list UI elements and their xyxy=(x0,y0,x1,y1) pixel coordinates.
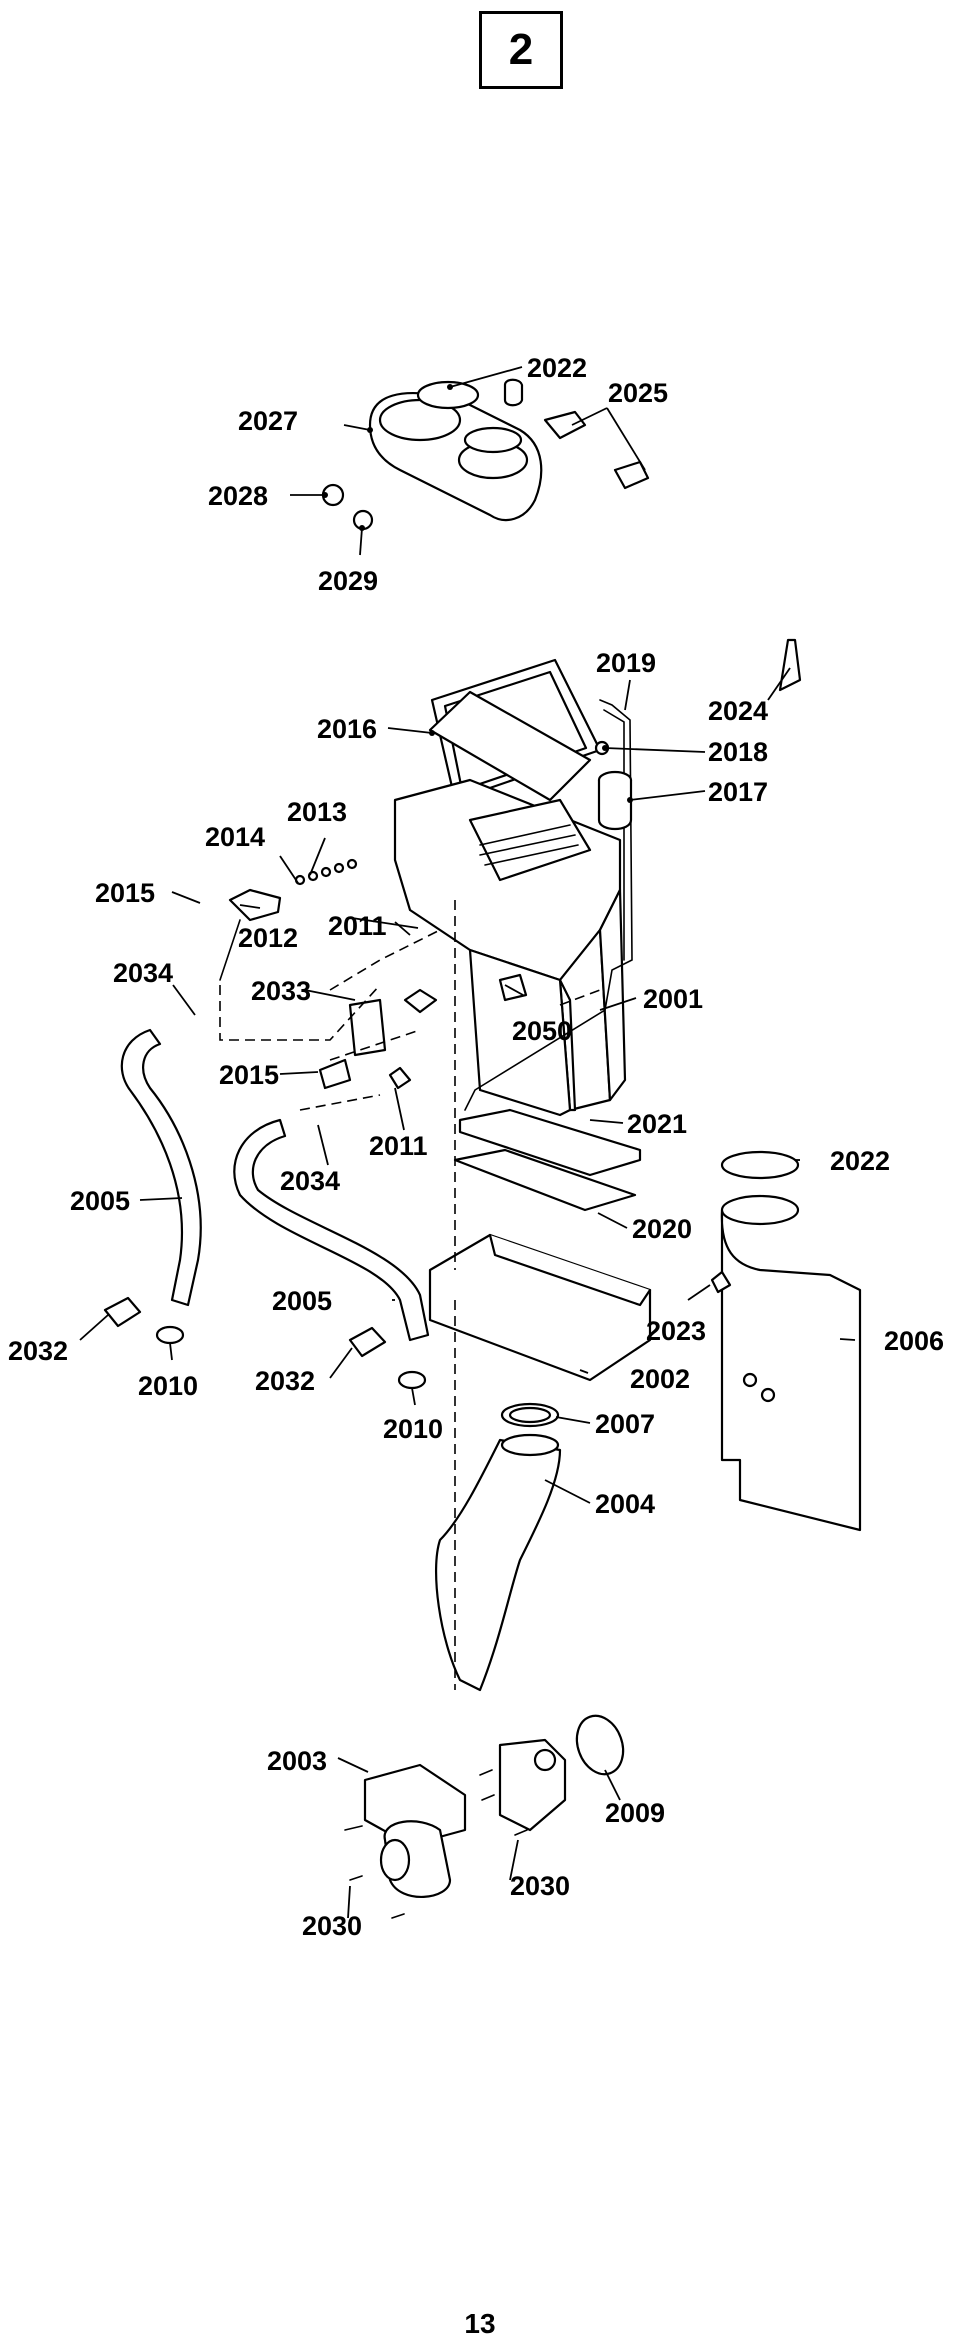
hose-clip-part xyxy=(103,1296,427,1390)
callout-labels: 2022 2025 2027 2028 2029 2019 2024 2016 … xyxy=(8,353,944,1941)
page-number: 13 xyxy=(464,2308,496,2339)
pump-housing-part xyxy=(498,1738,567,1832)
callout-label: 2034 xyxy=(113,958,173,988)
callout-label: 2050 xyxy=(512,1016,572,1046)
air-intake-duct-part xyxy=(710,1150,862,1532)
callout-label: 2011 xyxy=(369,1131,428,1161)
callout-label: 2020 xyxy=(632,1214,692,1244)
callout-label: 2024 xyxy=(708,696,768,726)
gasket-part xyxy=(453,1108,642,1212)
callout-label: 2017 xyxy=(708,777,768,807)
callout-label: 2019 xyxy=(596,648,656,678)
callout-label: 2003 xyxy=(267,1746,327,1776)
callout-label: 2016 xyxy=(317,714,377,744)
callout-label: 2004 xyxy=(595,1489,655,1519)
callout-label: 2001 xyxy=(643,984,703,1014)
callout-label: 2021 xyxy=(627,1109,687,1139)
callout-label: 2015 xyxy=(95,878,155,908)
seal-ring-part xyxy=(500,1402,560,1428)
callout-label: 2027 xyxy=(238,406,298,436)
assembly-guide-lines xyxy=(219,900,601,1690)
pipe-part xyxy=(464,699,633,1111)
callout-label: 2011 xyxy=(328,911,387,941)
callout-label: 2022 xyxy=(830,1146,890,1176)
callout-label: 2025 xyxy=(608,378,668,408)
callout-label: 2012 xyxy=(238,923,298,953)
callout-label: 2005 xyxy=(70,1186,130,1216)
callout-label: 2033 xyxy=(251,976,311,1006)
callout-label: 2013 xyxy=(287,797,347,827)
section-number: 2 xyxy=(508,25,534,74)
section-number-box: 2 xyxy=(479,11,563,89)
callout-label: 2030 xyxy=(510,1871,570,1901)
callout-label: 2034 xyxy=(280,1166,340,1196)
callout-label: 2007 xyxy=(595,1409,655,1439)
bracket-part xyxy=(778,638,802,692)
callout-label: 2030 xyxy=(302,1911,362,1941)
top-cover-part xyxy=(428,690,592,802)
pump-motor-part xyxy=(363,1763,467,1898)
valve-cylinder-part xyxy=(594,740,633,831)
callout-label: 2018 xyxy=(708,737,768,767)
callout-label: 2023 xyxy=(646,1316,706,1346)
callout-label: 2028 xyxy=(208,481,268,511)
o-ring-part xyxy=(575,1714,625,1776)
callout-label: 2032 xyxy=(255,1366,315,1396)
callout-label: 2022 xyxy=(527,353,587,383)
hose-part xyxy=(120,1028,430,1342)
callout-label: 2010 xyxy=(138,1371,198,1401)
condensate-sump-part xyxy=(428,1233,652,1382)
callout-label: 2014 xyxy=(205,822,265,852)
callout-label: 2006 xyxy=(884,1326,944,1356)
flue-adaptor-part xyxy=(321,378,650,531)
screws-part xyxy=(344,1769,528,1919)
callout-label: 2010 xyxy=(383,1414,443,1444)
air-duct-elbow-part xyxy=(435,1433,562,1692)
callout-label: 2032 xyxy=(8,1336,68,1366)
callout-label: 2015 xyxy=(219,1060,279,1090)
callout-label: 2029 xyxy=(318,566,378,596)
callout-label: 2002 xyxy=(630,1364,690,1394)
callout-leaders xyxy=(79,366,856,1919)
sensor-assembly-part xyxy=(219,858,528,1090)
callout-label: 2005 xyxy=(272,1286,332,1316)
callout-label: 2009 xyxy=(605,1798,665,1828)
